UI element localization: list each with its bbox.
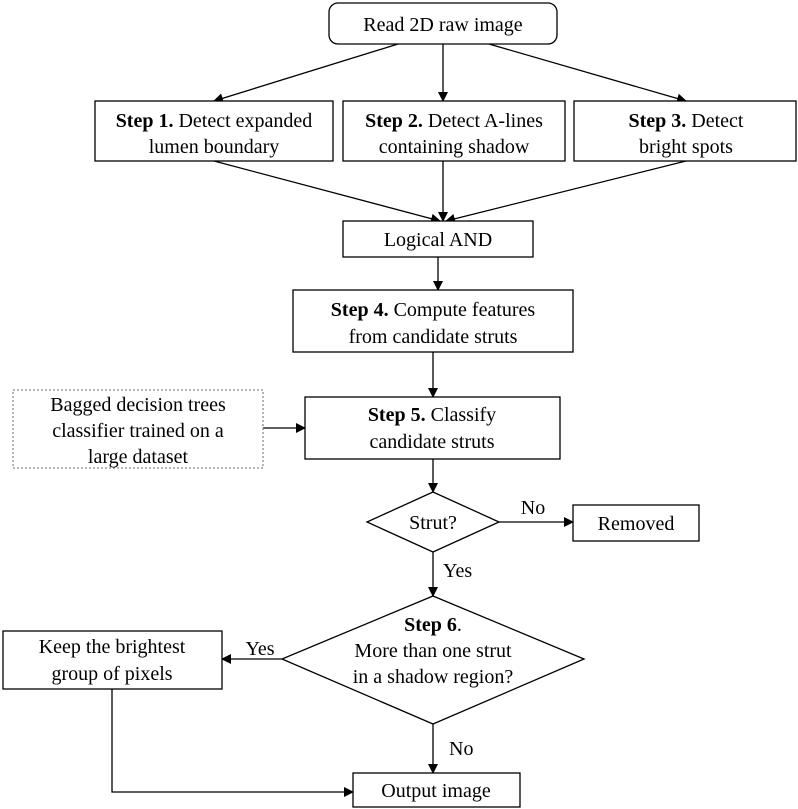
step5-node	[304, 396, 561, 460]
step6-decision	[280, 595, 586, 725]
step2-label-line2: containing shadow	[379, 136, 530, 158]
classifier-label-line3: large dataset	[88, 446, 189, 468]
step5-label-line2: candidate struts	[370, 431, 495, 453]
classifier-node	[12, 389, 264, 469]
output-node	[352, 772, 521, 808]
step6-label-line2: More than one strut	[354, 640, 512, 662]
step5-label-line1: Step 5. Classify	[368, 404, 496, 426]
removed-node	[572, 504, 700, 542]
keep-label-line2: group of pixels	[51, 663, 172, 685]
strut-decision	[365, 491, 501, 553]
output-label: Output image	[381, 780, 491, 802]
step6-label-line1: Step 6.	[404, 614, 462, 636]
classifier-label-line1: Bagged decision trees	[50, 394, 226, 416]
step2-node	[342, 100, 566, 162]
edge-step1-and	[213, 160, 441, 224]
removed-label: Removed	[598, 513, 675, 535]
and-label: Logical AND	[384, 229, 492, 251]
read-node	[328, 2, 558, 45]
strut-label: Strut?	[409, 512, 457, 534]
step1-label-line2: lumen boundary	[149, 136, 280, 158]
step6-label-line3: in a shadow region?	[353, 666, 514, 688]
edge-keep-output	[111, 689, 354, 797]
step4-label-line1: Step 4. Compute features	[331, 299, 536, 321]
and-node	[342, 220, 534, 258]
keep-node	[2, 630, 223, 690]
edge-label-strut-yes: Yes	[443, 560, 472, 582]
edge-read-step1	[213, 43, 399, 104]
step1-label-line1: Step 1. Detect expanded	[116, 110, 313, 132]
node-labels: Read 2D raw image Step 1. Detect expande…	[39, 14, 744, 802]
step3-label-line2: bright spots	[639, 136, 733, 158]
edge-step3-and	[445, 160, 687, 224]
edge-label-step6-no: No	[449, 738, 473, 760]
read-label: Read 2D raw image	[363, 14, 523, 36]
step4-node	[292, 289, 574, 353]
edge-label-strut-no: No	[521, 497, 545, 519]
edge-labels: No Yes Yes No	[245, 497, 545, 760]
step3-node	[573, 100, 797, 162]
step3-label-line1: Step 3. Detect	[629, 110, 744, 132]
edge-label-step6-yes: Yes	[245, 638, 274, 660]
edge-read-step3	[488, 43, 687, 104]
step2-label-line1: Step 2. Detect A-lines	[365, 110, 543, 132]
step4-label-line2: from candidate struts	[349, 326, 518, 348]
keep-label-line1: Keep the brightest	[39, 636, 186, 658]
step1-node	[94, 100, 334, 162]
classifier-label-line2: classifier trained on a	[52, 420, 224, 442]
edges	[111, 43, 687, 797]
